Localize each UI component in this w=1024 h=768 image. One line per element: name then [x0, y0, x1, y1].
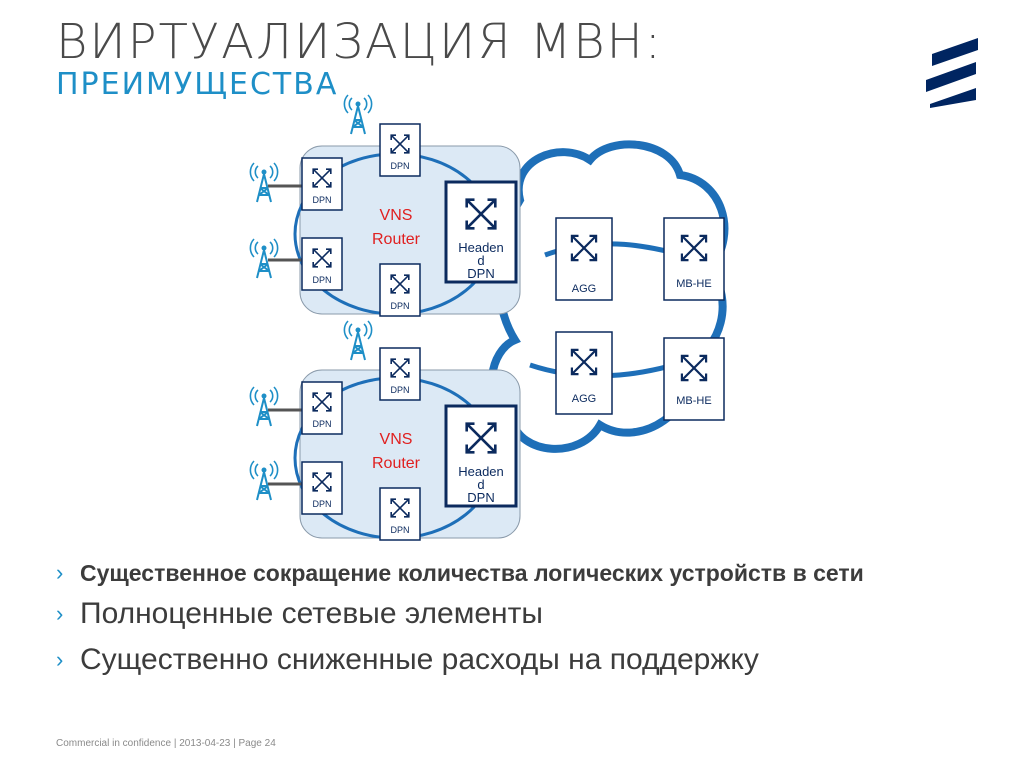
bullet-text: Существенное сокращение количества логич… — [80, 560, 864, 586]
bullet-item: › Существенное сокращение количества лог… — [56, 558, 976, 588]
mbhe-label: MB-HE — [676, 278, 711, 290]
ericsson-logo — [926, 38, 978, 108]
bullet-text: Полноценные сетевые элементы — [80, 597, 543, 630]
dpn-label: DPN — [312, 419, 331, 429]
cluster-1: DPN DPN DPN DPN VNS Router Headen d DPN — [249, 94, 521, 317]
dpn-node: DPN — [379, 347, 421, 401]
router-label: VNS — [380, 431, 413, 448]
dpn-node: DPN — [379, 263, 421, 317]
dpn-node: DPN — [379, 123, 421, 177]
bullet-text: Существенно сниженные расходы на поддерж… — [80, 643, 759, 676]
bullet-item: › Полноценные сетевые элементы — [56, 594, 976, 634]
tower-icon — [343, 320, 373, 361]
tower-icon — [343, 94, 373, 135]
page-subtitle: ПРЕИМУЩЕСТВА — [56, 67, 339, 102]
headend-dpn-node: Headen d DPN — [444, 180, 518, 284]
router-label: Router — [372, 455, 421, 472]
tower-icon — [249, 460, 279, 501]
footer-text: Commercial in confidence | 2013-04-23 | … — [56, 738, 276, 749]
router-label: Router — [372, 231, 421, 248]
page-title: ВИРТУАЛИЗАЦИЯ МВН: — [56, 14, 663, 70]
headend-label: Headen — [458, 464, 504, 479]
network-diagram: DPN DPN DPN DPN VNS Router Headen d DPN — [249, 94, 729, 541]
mbhe-label: MB-HE — [676, 395, 711, 407]
dpn-label: DPN — [390, 525, 409, 535]
bullet-chevron-icon: › — [56, 560, 64, 585]
dpn-node: DPN — [301, 237, 343, 291]
dpn-node: DPN — [301, 157, 343, 211]
headend-label: DPN — [467, 490, 494, 505]
bullet-item: › Существенно сниженные расходы на подде… — [56, 640, 976, 680]
dpn-node: DPN — [301, 461, 343, 515]
router-label: VNS — [380, 207, 413, 224]
dpn-label: DPN — [390, 301, 409, 311]
agg-node: AGG — [555, 331, 613, 415]
headend-label: d — [477, 477, 484, 492]
headend-label: Headen — [458, 240, 504, 255]
bullet-chevron-icon: › — [56, 647, 64, 672]
mbhe-node: MB-HE — [663, 217, 725, 301]
agg-label: AGG — [572, 283, 596, 295]
bullet-list: › Существенное сокращение количества лог… — [56, 558, 976, 686]
headend-label: d — [477, 253, 484, 268]
dpn-label: DPN — [390, 161, 409, 171]
tower-icon — [249, 162, 279, 203]
cluster-2: DPN DPN DPN DPN VNS Router Headen d DPN — [249, 320, 521, 541]
dpn-label: DPN — [390, 385, 409, 395]
mbhe-node: MB-HE — [663, 337, 725, 421]
dpn-node: DPN — [301, 381, 343, 435]
dpn-label: DPN — [312, 499, 331, 509]
bullet-chevron-icon: › — [56, 601, 64, 626]
headend-dpn-node: Headen d DPN — [444, 404, 518, 508]
headend-label: DPN — [467, 266, 494, 281]
dpn-label: DPN — [312, 275, 331, 285]
agg-label: AGG — [572, 393, 596, 405]
tower-icon — [249, 386, 279, 427]
dpn-label: DPN — [312, 195, 331, 205]
agg-node: AGG — [555, 217, 613, 301]
dpn-node: DPN — [379, 487, 421, 541]
